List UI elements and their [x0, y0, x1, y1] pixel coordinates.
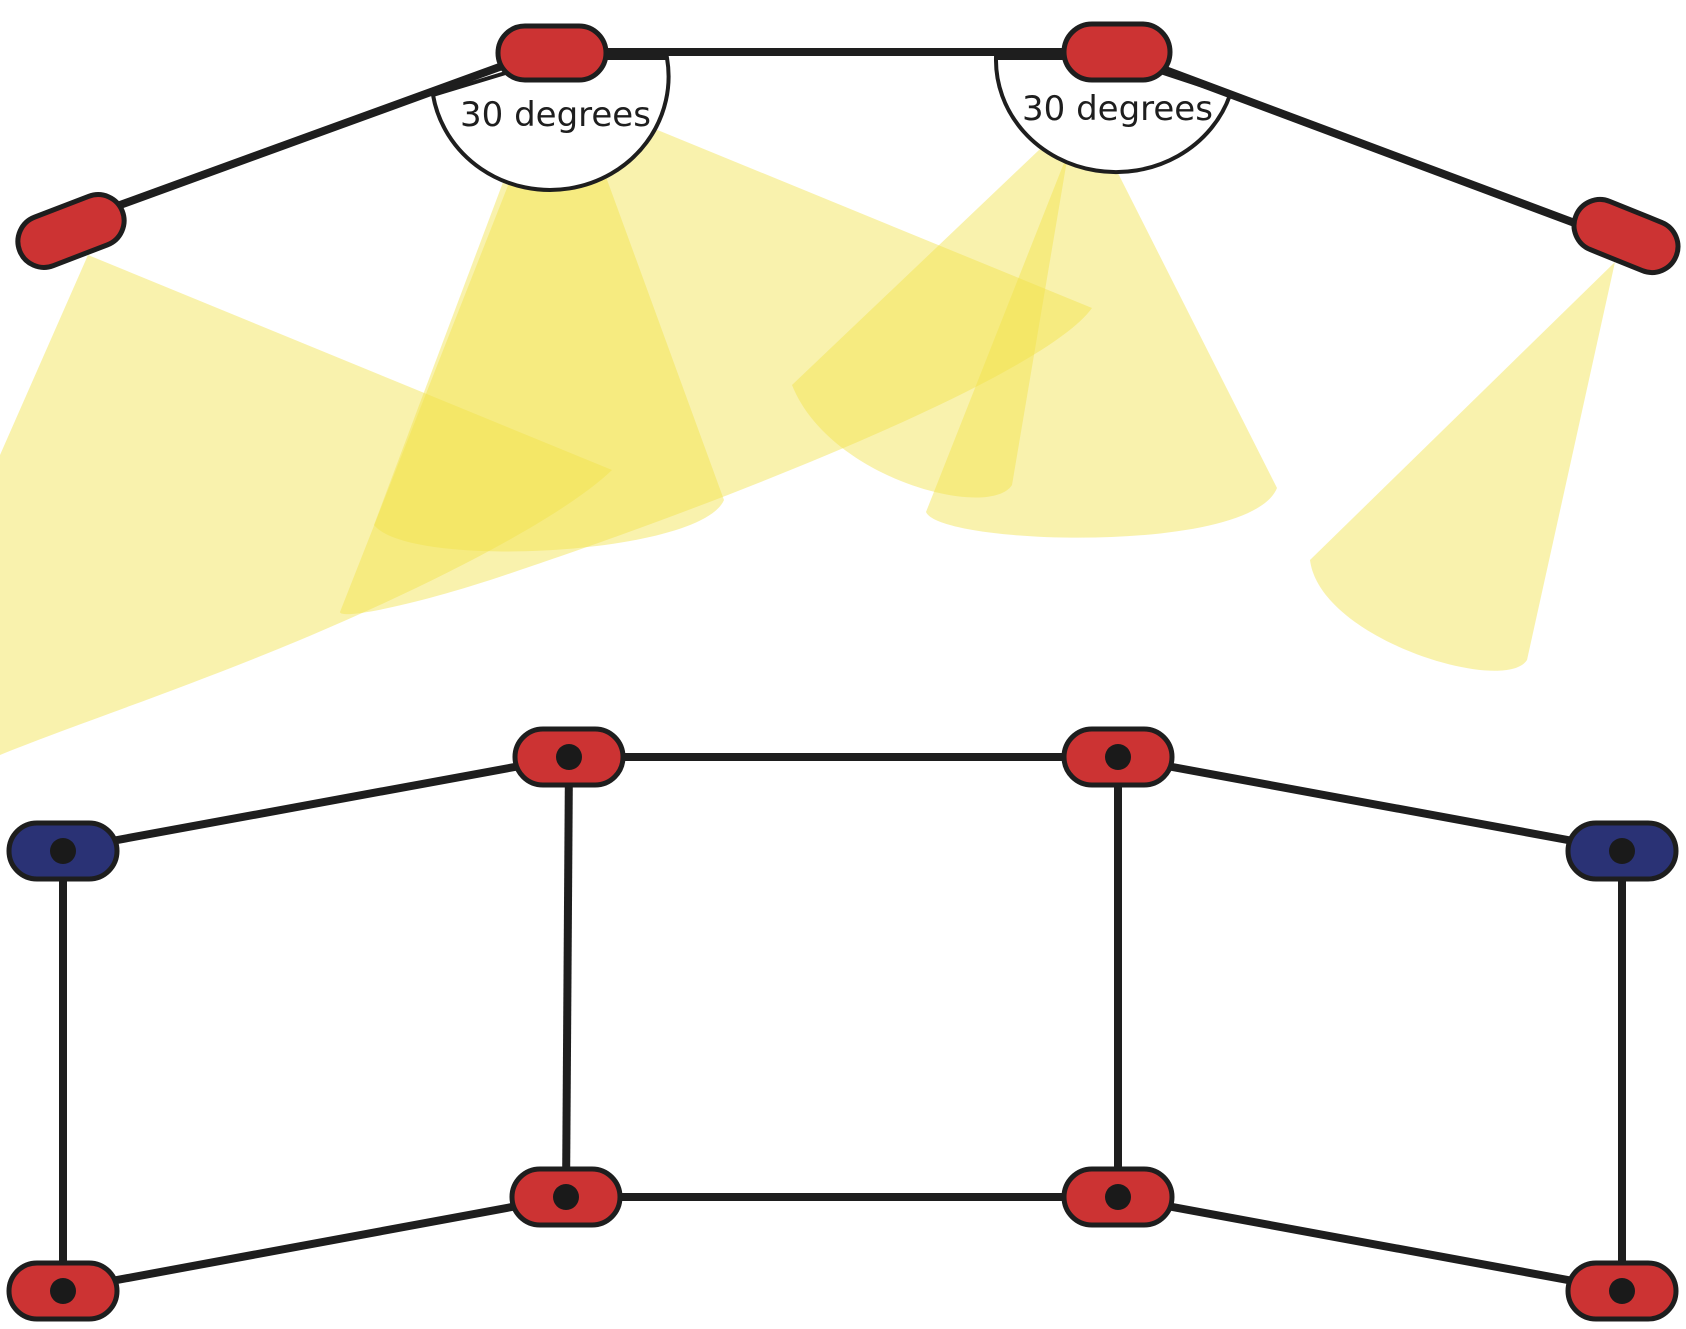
light-beam-right-center-down [926, 88, 1277, 538]
pivot-dot [1105, 744, 1131, 770]
node-top-right [1565, 820, 1679, 882]
camera-right-center [1061, 21, 1173, 83]
node-bottom-center-right [1061, 1166, 1175, 1228]
pivot-dot [1105, 1184, 1131, 1210]
node-bottom-right [1565, 1260, 1679, 1322]
pivot-dot [50, 838, 76, 864]
pivot-dot [50, 1278, 76, 1304]
pivot-dot [1609, 838, 1635, 864]
light-beam-left-center-down [374, 92, 724, 552]
camera-left-outer [15, 192, 127, 270]
light-beams [0, 88, 1615, 755]
node-top-center-left [512, 726, 626, 788]
camera-left-center [495, 23, 609, 83]
node-bottom-center-left [509, 1166, 623, 1228]
link-bottom-left-to-bottom-center-left [62, 1193, 567, 1294]
arm-right-outer [1158, 64, 1582, 229]
node-bottom-left [6, 1260, 120, 1322]
link-top-center-right-to-top-right [1117, 753, 1623, 854]
grid-links [59, 753, 1626, 1294]
node-top-left [6, 820, 120, 882]
light-beam-left-center-across [340, 88, 1092, 615]
pivot-dot [553, 1184, 579, 1210]
arm-left-outer [118, 61, 507, 209]
link-top-left-to-top-center-left [62, 753, 570, 854]
bottom-grid-diagram [6, 726, 1679, 1322]
angle-arc-right [993, 56, 1233, 175]
camera-right-outer [1571, 197, 1681, 275]
pivot-dot [556, 744, 582, 770]
light-beam-right-outer [1310, 262, 1615, 671]
light-beam-right-center-across [792, 95, 1078, 498]
link-center-left-vertical [562, 756, 573, 1198]
angle-label-left: 30 degrees [460, 95, 651, 135]
node-top-center-right [1061, 726, 1175, 788]
angle-label-right: 30 degrees [1022, 89, 1213, 129]
top-rig-diagram: 30 degrees 30 degrees [0, 21, 1681, 755]
light-beam-left-outer [0, 255, 612, 755]
pivot-dot [1609, 1278, 1635, 1304]
angle-arc-left [430, 56, 671, 192]
link-bottom-center-right-to-bottom-right [1117, 1193, 1623, 1294]
